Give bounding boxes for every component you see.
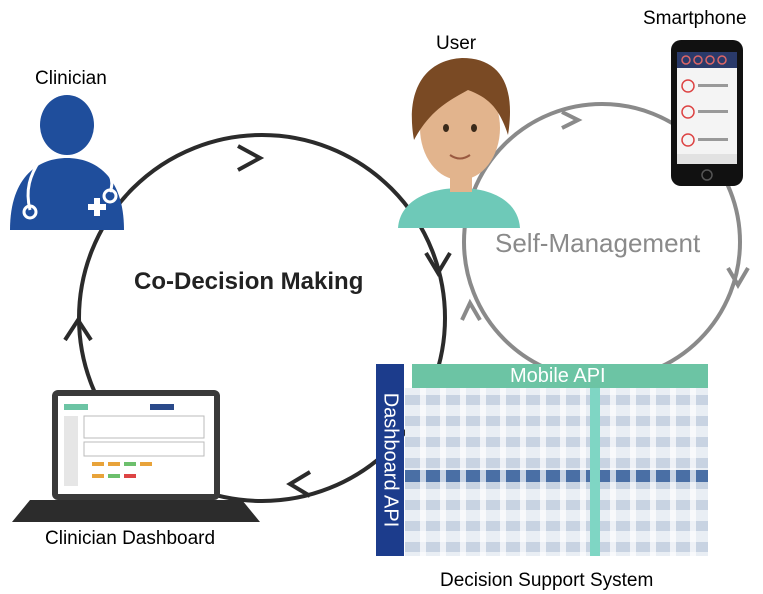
arrow-head-right xyxy=(726,266,750,289)
mobile-api-label: Mobile API xyxy=(510,365,606,387)
decision-support-label: Decision Support System xyxy=(440,570,654,591)
highlight-row xyxy=(405,470,708,482)
clinician-dashboard-label: Clinician Dashboard xyxy=(45,528,216,549)
co-decision-label: Co-Decision Making xyxy=(134,268,364,295)
arrow-head-left xyxy=(460,298,482,322)
arrow-head-top xyxy=(237,144,265,172)
clinician-icon xyxy=(10,95,124,230)
mobile-api-bar xyxy=(412,364,708,388)
database-grid xyxy=(405,388,708,556)
arrow-head-right xyxy=(424,251,452,277)
dashboard-api-bar xyxy=(376,364,404,556)
arrow-head-top xyxy=(561,110,583,130)
dashboard-api-label: Dashboard API xyxy=(379,392,402,528)
arrow-head-bottom xyxy=(286,470,312,498)
self-management-label: Self-Management xyxy=(495,228,701,258)
user-icon xyxy=(398,58,520,228)
arrow-head-left xyxy=(63,316,93,342)
smartphone-icon xyxy=(671,40,743,186)
smartphone-label: Smartphone xyxy=(643,8,747,29)
clinician-label: Clinician xyxy=(35,68,107,89)
co-decision-cycle xyxy=(63,133,452,503)
highlight-column xyxy=(590,388,600,556)
user-label: User xyxy=(436,33,477,54)
laptop-icon xyxy=(12,390,260,522)
